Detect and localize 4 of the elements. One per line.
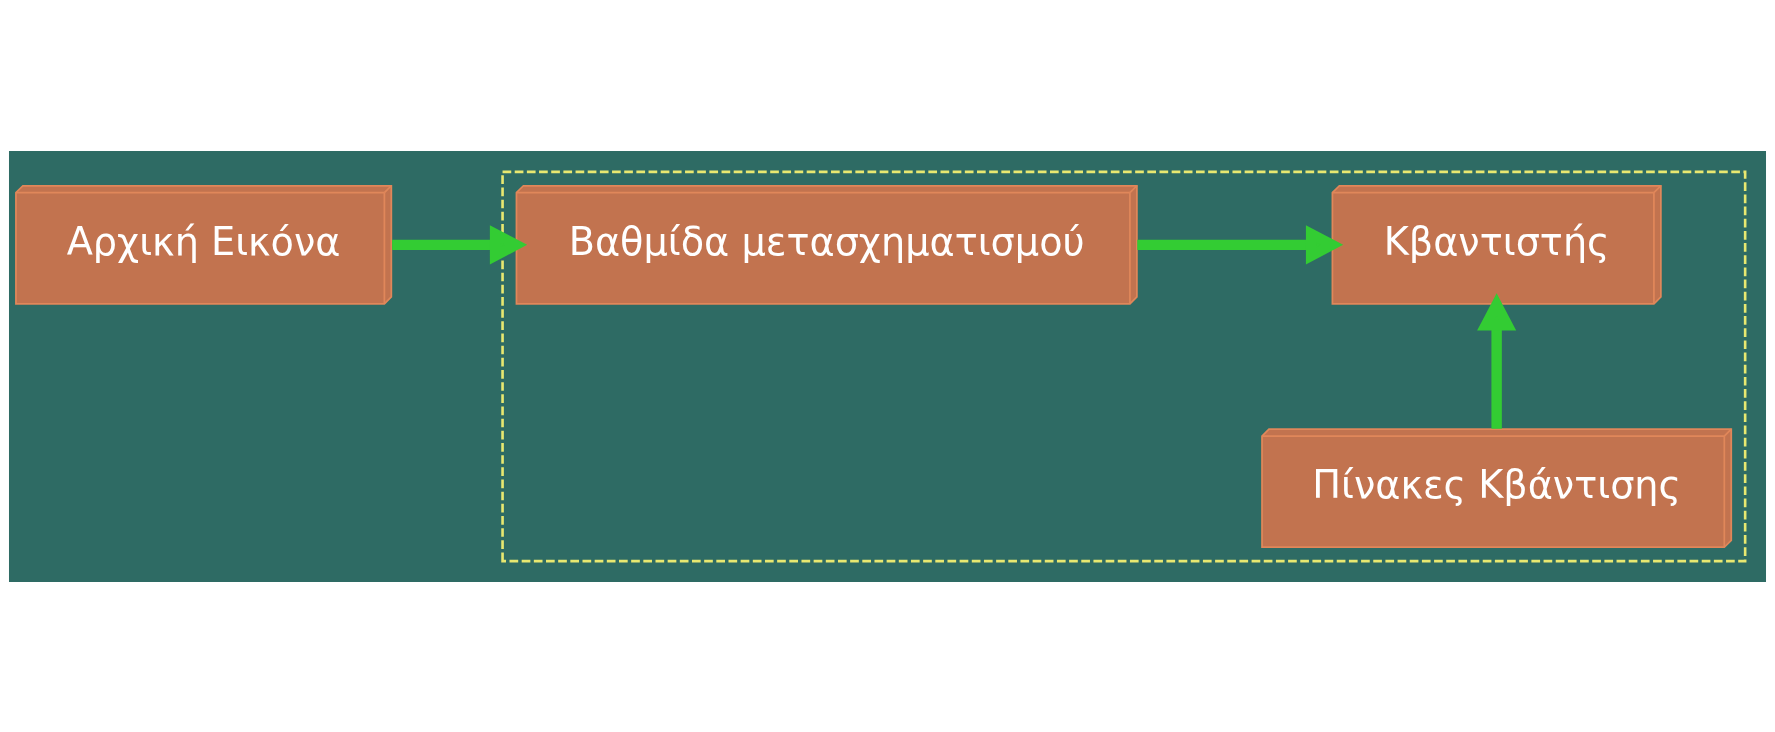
cluster [501,170,1747,562]
arrow [392,224,528,264]
arrow [1137,224,1344,264]
arrow [1477,292,1517,429]
